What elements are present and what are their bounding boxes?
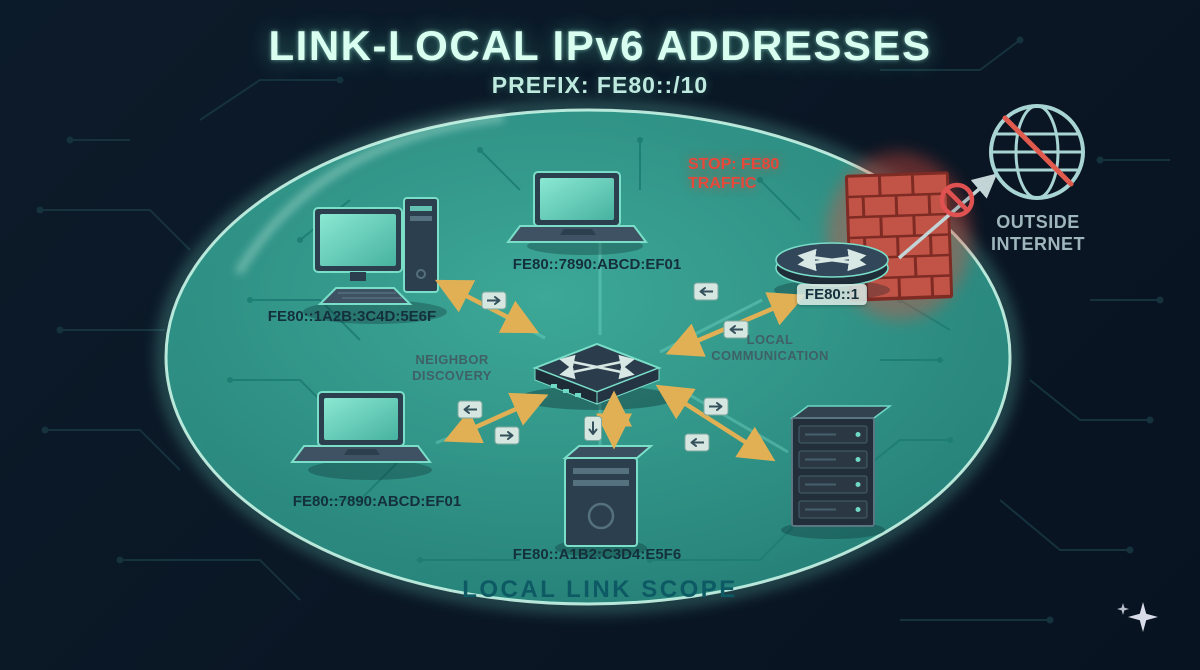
bubble-gloss [235, 113, 505, 275]
local-link-scope-label: LOCAL LINK SCOPE [462, 576, 738, 603]
desktop-pc-icon [313, 197, 439, 305]
stop-traffic-label: STOP: FE80 TRAFFIC [688, 156, 780, 193]
desktop-address-label: FE80::1A2B:3C4D:5E6F [267, 308, 437, 325]
neighbor-discovery-label: NEIGHBOR DISCOVERY [412, 352, 492, 383]
prefix-subtitle: PREFIX: FE80::/10 [491, 72, 709, 98]
no-entry-icon [939, 182, 975, 218]
blocked-route-arrow [897, 173, 998, 260]
bubble-glow [159, 103, 1017, 611]
bubble-rim [164, 108, 1012, 606]
server-rack-icon [789, 405, 893, 527]
sparkle-icon [1117, 602, 1158, 632]
page-title: LINK-LOCAL IPv6 ADDRESSES [268, 22, 932, 69]
laptop-top-address-label: FE80::7890:ABCD:EF01 [512, 256, 682, 273]
circuit-traces-inner [227, 137, 953, 563]
circuit-traces-outer [36, 36, 1170, 624]
outside-internet-label: OUTSIDE INTERNET [991, 212, 1085, 254]
laptop-bottom-address-label: FE80::7890:ABCD:EF01 [292, 493, 462, 510]
local-communication-label: LOCAL COMMUNICATION [711, 332, 829, 363]
server-address-label: FE80::A1B2:C3D4:E5F6 [512, 546, 682, 563]
globe-icon [989, 104, 1085, 200]
router-address-label: FE80::1 [796, 284, 868, 305]
